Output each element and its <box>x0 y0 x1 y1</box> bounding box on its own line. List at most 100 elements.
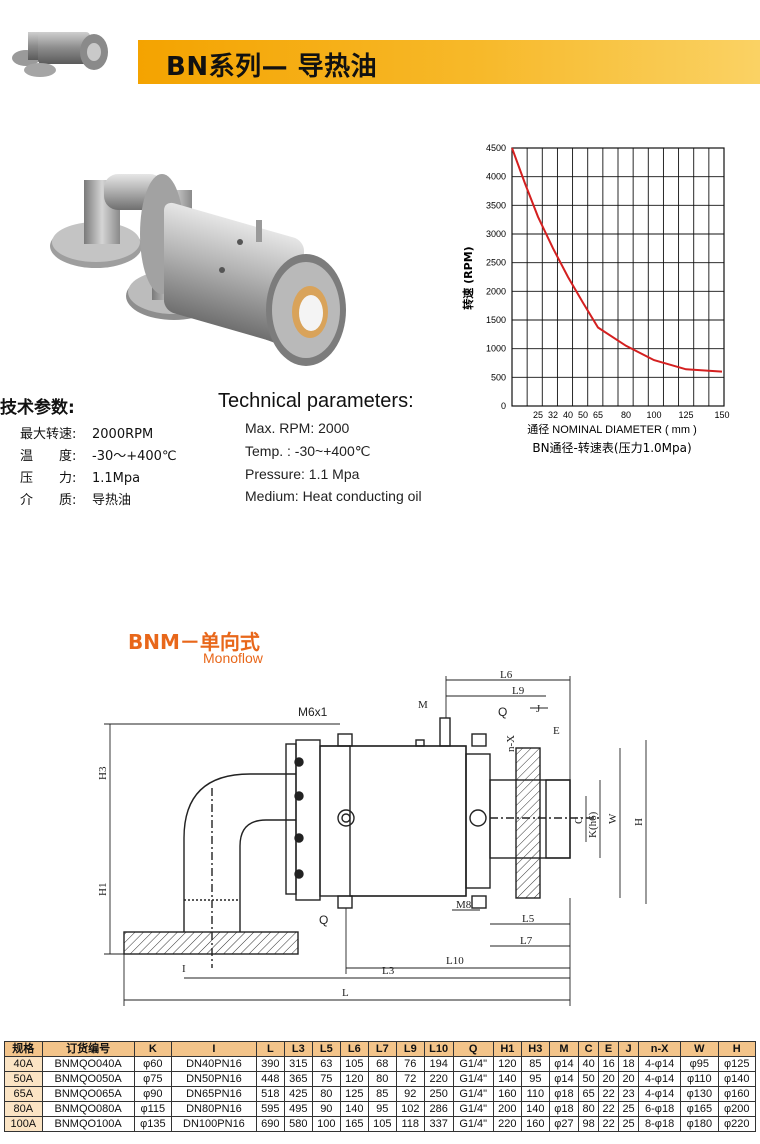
table-cell: 22 <box>598 1101 620 1117</box>
table-cell: 22 <box>598 1086 620 1102</box>
spec-en-row: Pressure: 1.1 Mpa <box>245 466 360 482</box>
table-cell: 110 <box>520 1086 550 1102</box>
table-cell: 200 <box>492 1101 522 1117</box>
table-header-cell: L5 <box>311 1041 341 1057</box>
chart-y-tick-label: 1000 <box>486 344 506 354</box>
spec-cn-value: 导热油 <box>92 493 132 508</box>
table-cell: 160 <box>520 1116 550 1132</box>
technical-drawing: M6x1 Q Q M L6 L9 J E n-X H3 H1 H W C K(h… <box>97 669 647 1006</box>
table-cell: 4-φ14 <box>638 1086 682 1102</box>
label-h1: H1 <box>97 883 109 896</box>
label-l5: L5 <box>522 913 535 925</box>
table-cell: φ135 <box>133 1116 173 1132</box>
specs-en-title: Technical parameters: <box>218 390 414 412</box>
spec-cn-row: 最大转速:2000RPM <box>20 423 153 442</box>
table-cell: 105 <box>339 1056 369 1072</box>
table-cell: 85 <box>367 1086 397 1102</box>
chart-series-line <box>511 147 723 373</box>
table-cell: 102 <box>395 1101 425 1117</box>
label-w: W <box>607 813 619 824</box>
chart-x-tick-label: 80 <box>621 410 631 420</box>
spec-cn-row: 介 质: 导热油 <box>20 489 131 508</box>
spec-cn-label: 最大转速: <box>20 427 77 442</box>
table-header-cell: W <box>680 1041 719 1057</box>
table-cell: 690 <box>255 1116 285 1132</box>
table-cell: φ180 <box>680 1116 719 1132</box>
chart-y-tick-label: 4500 <box>486 143 506 153</box>
table-cell: 25 <box>618 1101 640 1117</box>
table-cell: φ75 <box>133 1071 173 1087</box>
table-cell: 6-φ18 <box>638 1101 682 1117</box>
table-header-cell: H3 <box>520 1041 550 1057</box>
table-cell: 315 <box>283 1056 313 1072</box>
header-banner <box>138 40 760 84</box>
table-cell: 518 <box>255 1086 285 1102</box>
table-header-cell: n-X <box>638 1041 682 1057</box>
label-e: E <box>553 725 560 737</box>
table-cell: DN65PN16 <box>171 1086 257 1102</box>
table-cell: 65A <box>4 1086 43 1102</box>
table-cell: DN80PN16 <box>171 1101 257 1117</box>
table-cell: BNMQO040A <box>41 1056 135 1072</box>
spec-cn-label: 介 质: <box>20 493 77 508</box>
table-cell: 220 <box>423 1071 454 1087</box>
spec-en-row: Medium: Heat conducting oil <box>245 488 422 504</box>
table-cell: 120 <box>492 1056 522 1072</box>
spec-cn-label: 压 力: <box>20 471 77 486</box>
table-cell: G1/4" <box>452 1116 494 1132</box>
table-cell: 68 <box>367 1056 397 1072</box>
label-q-top: Q <box>498 705 507 719</box>
table-cell: 100 <box>311 1116 341 1132</box>
table-header-cell: J <box>618 1041 640 1057</box>
table-cell: 95 <box>367 1101 397 1117</box>
table-cell: 125 <box>339 1086 369 1102</box>
table-cell: 8-φ18 <box>638 1116 682 1132</box>
label-h: H <box>633 818 645 826</box>
product-thumbnail-image <box>12 32 108 77</box>
table-cell: 40 <box>578 1056 600 1072</box>
table-cell: 140 <box>520 1101 550 1117</box>
table-cell: 194 <box>423 1056 454 1072</box>
label-l3: L3 <box>382 965 395 977</box>
label-i: I <box>182 963 186 975</box>
table-cell: 337 <box>423 1116 454 1132</box>
table-cell: φ200 <box>717 1101 757 1117</box>
table-cell: 220 <box>492 1116 522 1132</box>
table-header-cell: 订货编号 <box>41 1041 135 1057</box>
table-cell: 95 <box>520 1071 550 1087</box>
table-cell: 63 <box>311 1056 341 1072</box>
table-cell: 50 <box>578 1071 600 1087</box>
chart-y-tick-label: 4000 <box>486 172 506 182</box>
table-cell: 25 <box>618 1116 640 1132</box>
specs-cn-title: 技术参数: <box>0 398 75 418</box>
table-header-cell: L6 <box>339 1041 369 1057</box>
table-header-cell: K <box>133 1041 173 1057</box>
table-cell: 50A <box>4 1071 43 1087</box>
table-cell: 80 <box>367 1071 397 1087</box>
table-cell: 140 <box>492 1071 522 1087</box>
table-header-cell: E <box>598 1041 620 1057</box>
table-cell: 100A <box>4 1116 43 1132</box>
chart-x-tick-label: 25 <box>533 410 543 420</box>
spec-cn-value: -30～+400℃ <box>92 449 177 464</box>
table-cell: 22 <box>598 1116 620 1132</box>
table-cell: G1/4" <box>452 1071 494 1087</box>
table-cell: 580 <box>283 1116 313 1132</box>
table-cell: 40A <box>4 1056 43 1072</box>
spec-cn-row: 温 度:-30～+400℃ <box>20 445 177 464</box>
table-header-cell: Q <box>452 1041 494 1057</box>
chart-y-label: 转速 (RPM) <box>461 246 475 309</box>
table-cell: 20 <box>618 1071 640 1087</box>
table-cell: 365 <box>283 1071 313 1087</box>
chart-x-tick-label: 50 <box>578 410 588 420</box>
table-cell: BNMQO100A <box>41 1116 135 1132</box>
table-cell: 23 <box>618 1086 640 1102</box>
table-header-cell: M <box>548 1041 580 1057</box>
table-header-cell: 规格 <box>4 1041 43 1057</box>
table-cell: 65 <box>578 1086 600 1102</box>
table-cell: 20 <box>598 1071 620 1087</box>
